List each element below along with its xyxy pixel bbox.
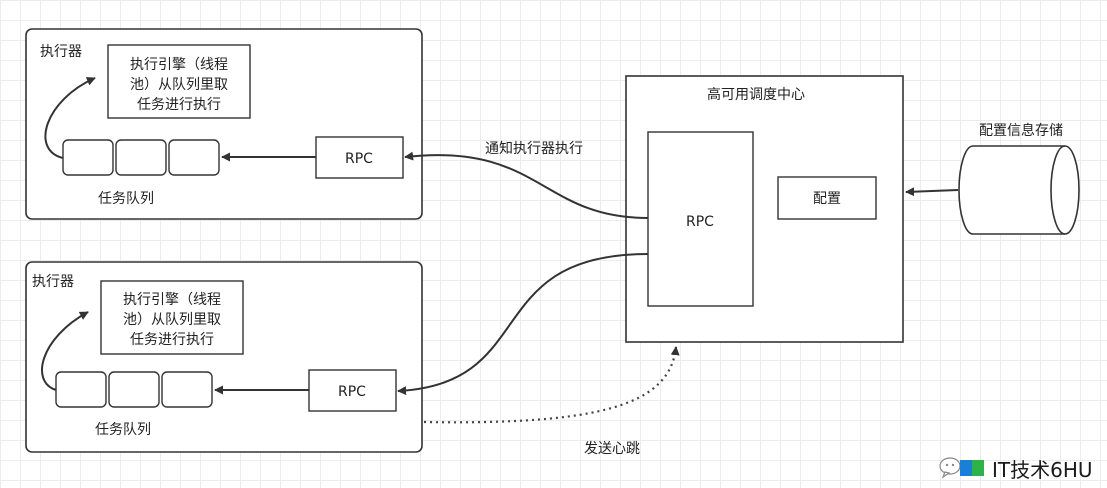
- center-config-box: [777, 176, 877, 220]
- executor-1-engine-box: [107, 44, 251, 119]
- executor-1-rpc-label: RPC: [345, 151, 373, 167]
- scheduling-center: 高可用调度中心 RPC 配置: [625, 75, 904, 343]
- executor-1-engine-line-2: 池）从队列里取: [130, 77, 228, 93]
- executor-1-queue-cell: [168, 139, 220, 176]
- config-storage: 配置信息存储: [905, 122, 1080, 235]
- config-storage-cylinder-rim: [1050, 145, 1066, 235]
- notify-edge-label: 通知执行器执行: [485, 140, 583, 157]
- scheduling-center-title: 高可用调度中心: [707, 86, 805, 103]
- executor-2-engine-box: [100, 280, 244, 355]
- executor-2-engine-line-2: 池）从队列里取: [123, 312, 221, 328]
- executor-2-queue-cell: [55, 371, 107, 408]
- executor-2: 执行器 执行引擎（线程 池）从队列里取 任务进行执行 任务队列 RPC: [25, 261, 423, 453]
- executor-1-task-queue: [62, 139, 220, 176]
- executor-1-engine-line-1: 执行引擎（线程: [130, 57, 228, 73]
- heartbeat-arrow: [423, 346, 680, 424]
- heartbeat-edge-label: 发送心跳: [584, 441, 640, 457]
- center-config-label: 配置: [813, 191, 841, 207]
- executor-1-queue-cell: [115, 139, 167, 176]
- executor-1-queue-label: 任务队列: [98, 191, 154, 207]
- wechat-logo-icon: [939, 457, 984, 479]
- executor-2-engine-line-1: 执行引擎（线程: [123, 292, 221, 308]
- executor-1-queue-to-engine-arrow: [44, 77, 96, 159]
- notify-arrow-to-executor-1: [404, 151, 649, 219]
- executor-2-queue-cell: [108, 371, 160, 408]
- storage-to-center-arrow: [905, 187, 959, 197]
- config-storage-label: 配置信息存储: [979, 122, 1063, 139]
- center-rpc-label: RPC: [686, 214, 714, 230]
- executor-1-title: 执行器: [40, 44, 82, 60]
- executor-2-queue-cell: [161, 371, 213, 408]
- executor-1-engine-line-3: 任务进行执行: [137, 97, 221, 113]
- notify-arrow-to-executor-2: [397, 253, 649, 396]
- executor-2-rpc-label: RPC: [338, 384, 366, 400]
- executor-1: 执行器 执行引擎（线程 池）从队列里取 任务进行执行 任务队列 RPC: [25, 28, 423, 220]
- executor-2-queue-to-engine-arrow: [41, 311, 89, 391]
- executor-2-task-queue: [55, 371, 213, 408]
- executor-2-engine-line-3: 任务进行执行: [130, 332, 214, 348]
- executor-2-queue-label: 任务队列: [95, 422, 151, 438]
- center-rpc-box: [647, 131, 754, 307]
- config-storage-cylinder: [958, 145, 1080, 235]
- executor-2-title: 执行器: [32, 274, 74, 290]
- watermark-text: IT技术6HU: [992, 457, 1093, 482]
- executor-1-queue-cell: [62, 139, 114, 176]
- executor-2-rpc-box: [308, 369, 397, 412]
- watermark: IT技术6HU: [938, 452, 1093, 484]
- executor-1-rpc-box: [315, 136, 404, 179]
